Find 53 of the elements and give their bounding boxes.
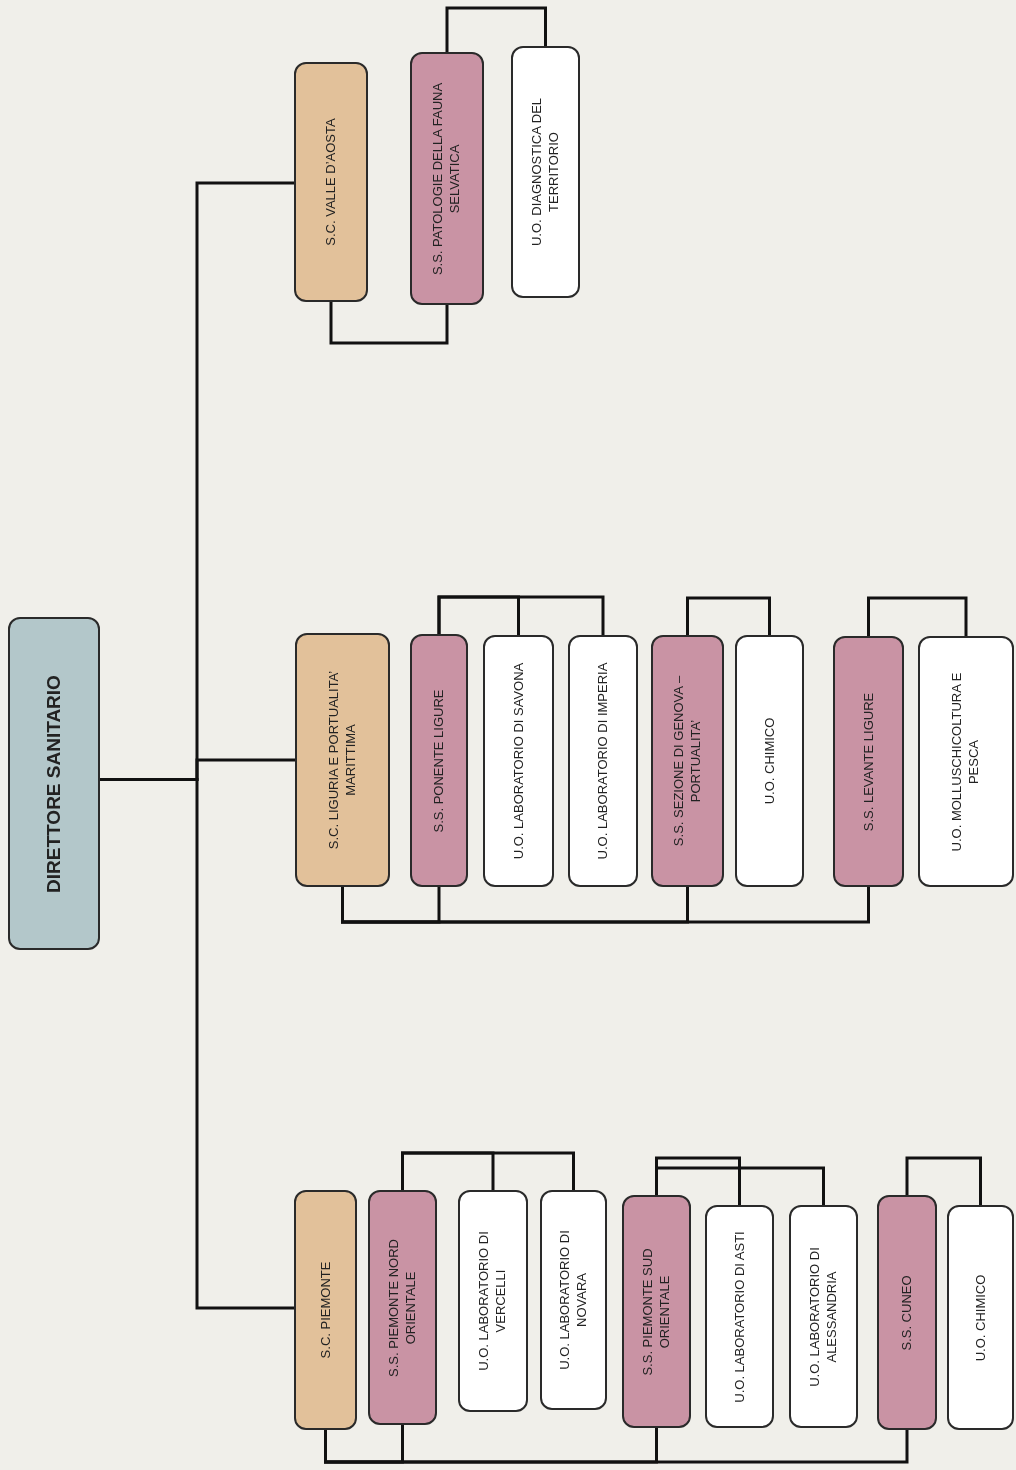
connector-line (905, 1156, 982, 1205)
node-label: S.S. PIEMONTE NORD ORIENTALE (385, 1237, 419, 1379)
unit-box (918, 636, 1014, 887)
node-label: U.O. LABORATORIO DI VERCELLI (476, 1230, 509, 1373)
node-label: S.C. LIGURIA E PORTUALITA’ MARITTIMA (325, 669, 359, 852)
node-label: U.O. LABORATORIO DI ASTI (731, 1229, 748, 1405)
node-label: S.S. PONENTE LIGURE (430, 688, 447, 835)
unit-box (568, 635, 638, 887)
node-label: U.O. LABORATORIO DI NOVARA (556, 1229, 590, 1372)
section-box (877, 1195, 937, 1430)
unit-box (540, 1190, 607, 1410)
node-label: U.O. LABORATORIO DI IMPERIA (594, 661, 611, 862)
connector-line (401, 1151, 575, 1190)
node-label: S.C. PIEMONTE (317, 1260, 334, 1361)
director-box (8, 617, 100, 950)
connector-line (686, 596, 771, 635)
unit-box (511, 46, 580, 298)
structure-box (295, 633, 390, 887)
unit-box (705, 1205, 774, 1428)
node-label: U.O. DIAGNOSTICA DEL TERRITORIO (528, 96, 562, 249)
connector-line (445, 6, 547, 52)
section-box (410, 634, 468, 887)
node-label: U.O. CHIMICO (972, 1273, 989, 1363)
connector-line (329, 302, 449, 345)
connector-line (655, 1156, 741, 1205)
unit-box (458, 1190, 528, 1412)
connector-line (341, 887, 870, 924)
section-box (833, 636, 904, 887)
structure-box (294, 62, 368, 302)
section-box (410, 52, 484, 305)
connector-line (867, 596, 968, 636)
connector-line (655, 1166, 825, 1205)
node-label: DIRETTORE SANITARIO (42, 673, 66, 895)
structure-box (294, 1190, 357, 1430)
connector-line (437, 595, 605, 635)
connector-line (324, 1430, 909, 1464)
node-label: U.O. LABORATORIO DI ALESSANDRIA (806, 1245, 840, 1389)
unit-box (735, 635, 804, 887)
unit-box (947, 1205, 1014, 1430)
node-label: U.O. LABORATORIO DI SAVONA (510, 661, 527, 862)
node-label: U.O. MOLLUSCHICOLTURA E PESCA (949, 671, 982, 853)
unit-box (483, 635, 554, 887)
node-label: S.C. VALLE D’AOSTA (322, 117, 339, 248)
section-box (622, 1195, 691, 1428)
node-label: U.O. CHIMICO (761, 716, 778, 807)
node-label: S.S. SEZIONE DI GENOVA –PORTUALITA’ (670, 674, 704, 849)
node-label: S.S. LEVANTE LIGURE (860, 691, 877, 833)
node-label: S.S. PIEMONTE SUD ORIENTALE (639, 1246, 673, 1378)
node-label: S.S. PATOLOGIE DELLA FAUNA SELVATICA (430, 81, 463, 277)
section-box (368, 1190, 437, 1425)
node-label: S.S. CUNEO (898, 1273, 915, 1353)
unit-box (789, 1205, 858, 1428)
section-box (651, 635, 724, 887)
